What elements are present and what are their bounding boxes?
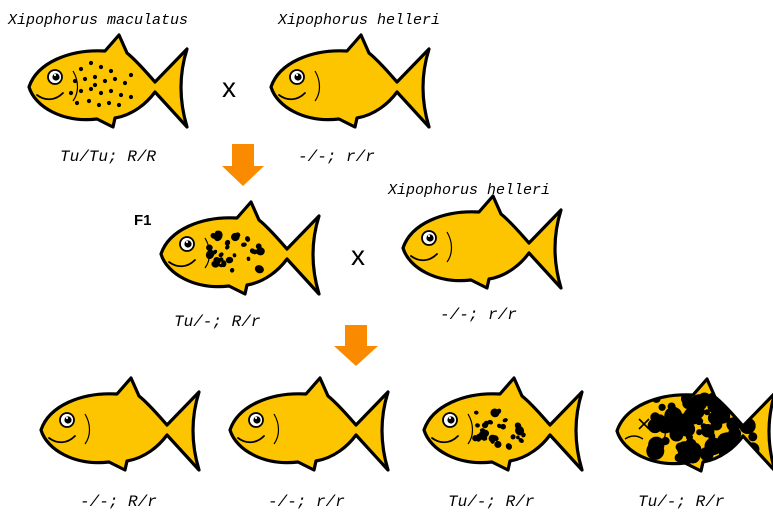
fish-eye-glint: [428, 235, 430, 237]
fish-pupil: [447, 416, 454, 423]
spot-dot: [113, 77, 117, 81]
melanoma-spot: [731, 452, 740, 461]
fish-helleri-parent: [271, 35, 429, 127]
fish-offspring-3: [424, 378, 582, 470]
fish-pupil: [184, 240, 191, 247]
spot-dot: [89, 61, 93, 65]
fish-offspring-2: [230, 378, 388, 470]
fish-pupil: [426, 234, 433, 241]
fish-helleri-backcross: [403, 196, 561, 288]
spot-dot: [109, 89, 113, 93]
spot-dot: [99, 91, 103, 95]
melanoma-spot: [696, 429, 702, 435]
fish-eye-glint: [296, 74, 298, 76]
melanoma-spot: [668, 403, 676, 411]
fish-pupil: [294, 73, 301, 80]
spot-dot: [119, 93, 123, 97]
melanoma-spot: [748, 432, 757, 441]
spot-dot: [99, 65, 103, 69]
fish-offspring-1: [41, 378, 199, 470]
melanoma-spot: [740, 408, 748, 416]
spot-dot: [93, 83, 97, 87]
spot-dot: [107, 101, 111, 105]
spot-dot: [83, 77, 87, 81]
spot-dot: [73, 79, 77, 83]
spot-dot: [97, 103, 101, 107]
spot-dot: [87, 99, 91, 103]
fish-maculatus: [29, 35, 187, 127]
melanoma-spot: [731, 438, 745, 452]
melanoma-spot: [742, 393, 752, 403]
spot-dot: [129, 73, 133, 77]
fish-eye-glint: [449, 417, 451, 419]
fish-eye-glint: [255, 417, 257, 419]
melanoma-spot: [722, 394, 730, 402]
melanoma-spot: [705, 443, 718, 456]
spot-dot: [75, 101, 79, 105]
fish-offspring-4: [617, 379, 773, 471]
spot-dot: [123, 81, 127, 85]
spot-dot: [129, 95, 133, 99]
spot-dot: [79, 89, 83, 93]
melanoma-spot: [708, 412, 720, 424]
melanoma-spot: [659, 404, 666, 411]
down-arrow-1: [222, 144, 264, 186]
melanoma-spot: [721, 393, 730, 402]
spot-dot: [109, 69, 113, 73]
fish-f1: [161, 202, 319, 294]
spot-dot: [69, 91, 73, 95]
melanoma-spot: [687, 409, 696, 418]
spot-dot: [89, 87, 93, 91]
melanoma-spot: [678, 423, 688, 433]
melanoma-spot: [677, 441, 692, 456]
melanoma-spot: [736, 398, 748, 410]
melanoma-spot: [735, 399, 743, 407]
spot-dot: [103, 79, 107, 83]
melanoma-spot: [661, 437, 669, 445]
fish-eye-glint: [54, 74, 56, 76]
spot-dot: [79, 67, 83, 71]
fish-eye-glint: [66, 417, 68, 419]
fish-pupil: [52, 73, 59, 80]
melanoma-spot: [723, 394, 741, 412]
fish-pupil: [253, 416, 260, 423]
fish-eye-glint: [186, 241, 188, 243]
down-arrow-2: [334, 325, 378, 366]
melanoma-spot: [730, 452, 745, 467]
melanoma-spot: [695, 417, 703, 425]
spot-dot: [117, 103, 121, 107]
spot-dot: [93, 75, 97, 79]
melanoma-spot: [650, 412, 660, 422]
fish-pupil: [64, 416, 71, 423]
